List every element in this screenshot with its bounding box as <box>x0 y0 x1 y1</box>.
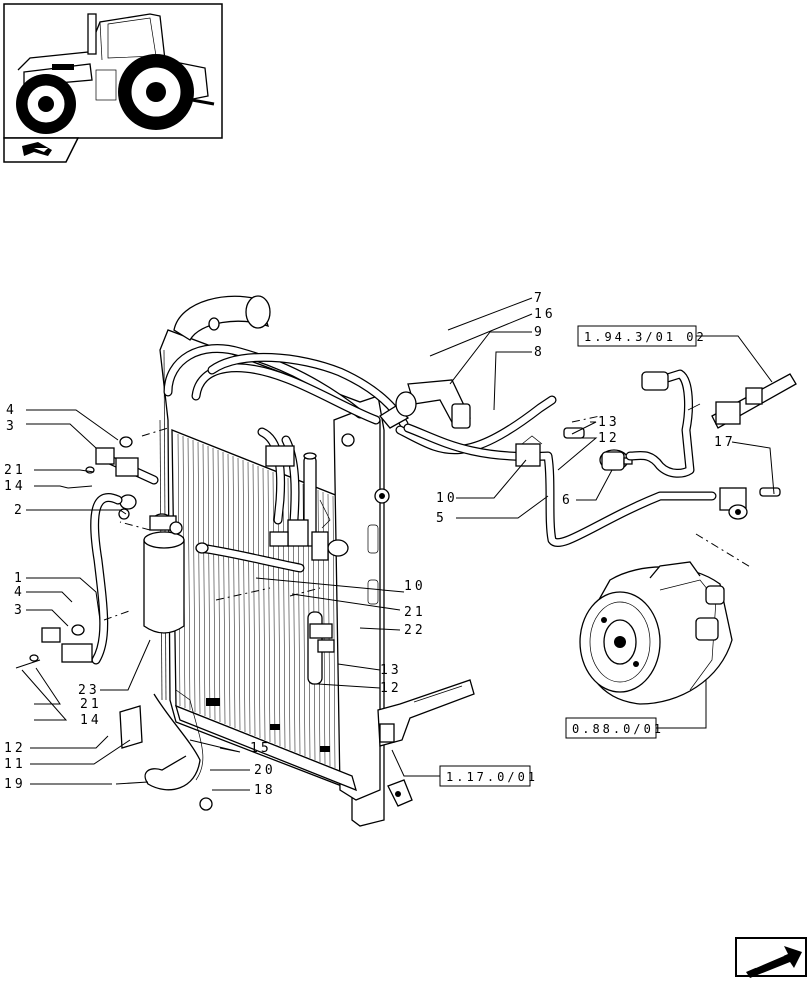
next-page-arrow-icon[interactable] <box>735 937 807 978</box>
callout-3b: 3 <box>14 603 25 618</box>
callout-2: 2 <box>14 503 25 518</box>
callout-21b: 21 <box>80 697 102 712</box>
condenser-fin <box>207 445 211 719</box>
callout-14b: 14 <box>80 713 102 728</box>
callout-13b: 13 <box>598 415 620 430</box>
condenser-fin <box>232 455 236 729</box>
callout-18: 18 <box>254 783 276 798</box>
reference-box-compressor[interactable]: 0.88.0/01 <box>565 717 664 739</box>
receiver-drier <box>15 436 213 811</box>
condenser-fin <box>202 443 206 717</box>
callout-4a: 4 <box>6 403 17 418</box>
leader-lines <box>21 297 775 791</box>
reference-label-compressor: 0.88.0/01 <box>572 722 664 736</box>
condenser-fin <box>212 447 216 721</box>
callout-4b: 4 <box>14 585 25 600</box>
callout-labels: 4 3 21 14 2 1 4 3 23 21 14 12 11 19 15 2… <box>4 291 736 798</box>
condenser-fin <box>272 471 276 745</box>
callout-20: 20 <box>254 763 276 778</box>
condenser-fin <box>222 451 226 725</box>
callout-17: 17 <box>714 435 736 450</box>
condenser-fin <box>242 459 246 733</box>
reference-box-bracket[interactable]: 1.17.0/01 <box>439 765 538 787</box>
callout-6: 6 <box>562 493 573 508</box>
callout-12c: 12 <box>598 431 620 446</box>
callout-3a: 3 <box>6 419 17 434</box>
condenser-fin <box>217 449 221 723</box>
callout-21c: 21 <box>404 605 426 620</box>
callout-15: 15 <box>250 741 272 756</box>
refrigerant-hoses <box>163 344 797 573</box>
condenser-radiator <box>159 295 475 827</box>
callout-22: 22 <box>404 623 426 638</box>
callout-5: 5 <box>436 511 447 526</box>
callout-12b: 12 <box>380 681 402 696</box>
reference-box-top[interactable]: 1.94.3/01 02 <box>577 325 707 347</box>
reference-label-top: 1.94.3/01 02 <box>584 330 707 344</box>
callout-10b: 10 <box>436 491 458 506</box>
condenser-fin <box>282 475 286 749</box>
section-arrow-icon[interactable] <box>3 137 80 163</box>
callout-23: 23 <box>78 683 100 698</box>
condenser-fin <box>267 469 271 743</box>
condenser-fin <box>237 457 241 731</box>
ac-compressor <box>579 561 733 705</box>
callout-7: 7 <box>534 291 545 306</box>
condenser-fin <box>192 439 196 713</box>
condenser-fin <box>227 453 231 727</box>
callout-19: 19 <box>4 777 26 792</box>
condenser-fin <box>262 467 266 741</box>
callout-9: 9 <box>534 325 545 340</box>
callout-16: 16 <box>534 307 556 322</box>
callout-8: 8 <box>534 345 545 360</box>
tractor-thumbnail-icon[interactable] <box>3 3 223 139</box>
callout-10a: 10 <box>404 579 426 594</box>
callout-14a: 14 <box>4 479 26 494</box>
callout-11: 11 <box>4 757 26 772</box>
condenser-fin <box>187 437 191 711</box>
condenser-fin <box>197 441 201 715</box>
callout-21a: 21 <box>4 463 26 478</box>
condenser-fin <box>257 465 261 739</box>
callout-12a: 12 <box>4 741 26 756</box>
callout-13a: 13 <box>380 663 402 678</box>
reference-label-bracket: 1.17.0/01 <box>446 770 538 784</box>
condenser-fin <box>252 463 256 737</box>
condenser-fin <box>247 461 251 735</box>
callout-1: 1 <box>14 571 25 586</box>
